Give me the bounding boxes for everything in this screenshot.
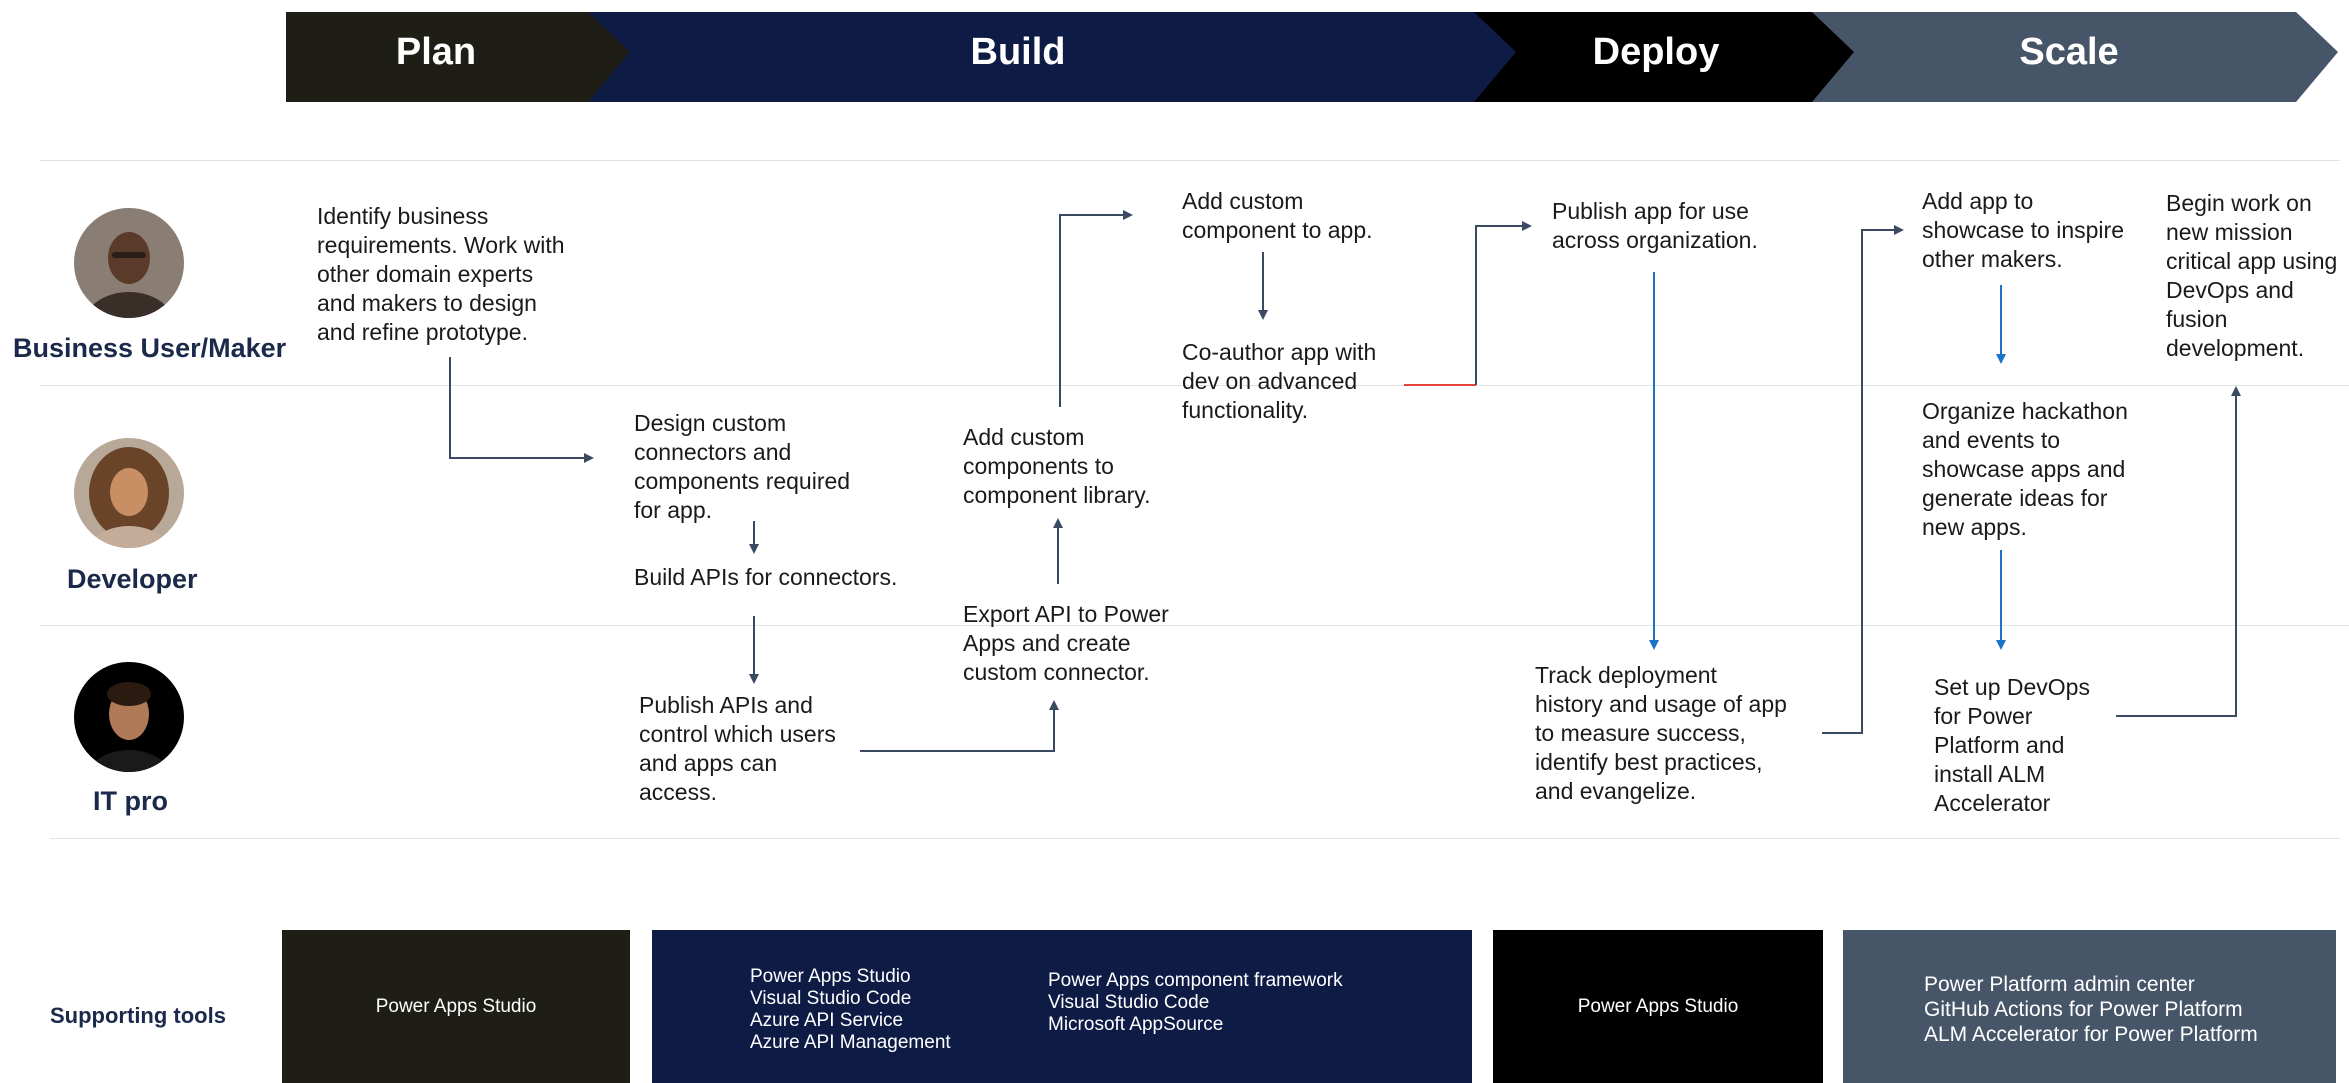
- arrow-library-to-app: [1059, 210, 1133, 407]
- persona-it-pro: IT pro: [93, 786, 168, 816]
- step-design-connectors: Design custom connectors and components …: [634, 410, 851, 523]
- step-organize-hackathon: Organize hackathon and events to showcas…: [1922, 398, 2128, 540]
- step-setup-devops: Set up DevOps for Power Platform and ins…: [1934, 674, 2090, 816]
- step-identify-requirements: Identify business requirements. Work wit…: [317, 203, 565, 345]
- tools-build-left-list: Power Apps Studio Visual Studio Code Azu…: [750, 966, 951, 1053]
- step-coauthor-app: Co-author app with dev on advanced funct…: [1182, 339, 1377, 423]
- lane-divider-maker-dev: [40, 385, 2349, 386]
- step-export-api: Export API to Power Apps and create cust…: [963, 601, 1169, 685]
- tools-scale-list: Power Platform admin center GitHub Actio…: [1924, 973, 2258, 1046]
- phase-label-deploy: Deploy: [1592, 31, 1720, 73]
- tools-build-right-list: Power Apps component framework Visual St…: [1048, 970, 1343, 1035]
- lane-divider-dev-it: [40, 625, 2349, 626]
- tools-plan-text: Power Apps Studio: [375, 995, 537, 1017]
- phase-chevron-plan: [286, 12, 632, 102]
- lane-divider-top: [40, 160, 2340, 161]
- step-begin-mission: Begin work on new mission critical app u…: [2166, 190, 2338, 361]
- phase-label-plan: Plan: [395, 31, 477, 73]
- arrow-requirements-to-design: [449, 357, 594, 463]
- arrow-coauthor-to-publish: [1475, 221, 1532, 385]
- step-build-apis: Build APIs for connectors.: [634, 564, 898, 590]
- step-publish-app: Publish app for use across organization.: [1552, 198, 1758, 253]
- tools-box-deploy: Power Apps Studio: [1493, 930, 1823, 1083]
- step-add-showcase: Add app to showcase to inspire other mak…: [1922, 188, 2124, 272]
- supporting-tools-label: Supporting tools: [50, 1003, 226, 1028]
- step-publish-apis: Publish APIs and control which users and…: [639, 692, 836, 805]
- phase-chevron-deploy: [1474, 12, 1856, 102]
- person-avatar-icon: [74, 662, 184, 772]
- tools-box-scale: Power Platform admin center GitHub Actio…: [1843, 930, 2336, 1083]
- lane-divider-bottom: [50, 838, 2340, 839]
- persona-developer: Developer: [67, 564, 198, 594]
- persona-business-user: Business User/Maker: [13, 333, 287, 363]
- phase-chevron-scale: [1812, 12, 2338, 102]
- step-add-component-app: Add custom component to app.: [1182, 188, 1373, 243]
- arrow-devops-to-mission: [2116, 386, 2241, 717]
- person-avatar-icon: [74, 208, 184, 318]
- arrow-track-to-showcase: [1822, 225, 1904, 734]
- phase-chevron-build: [588, 12, 1518, 102]
- tools-box-plan: Power Apps Studio: [282, 930, 630, 1083]
- arrow-publish-to-export: [860, 700, 1059, 752]
- tools-deploy-text: Power Apps Studio: [1577, 995, 1739, 1017]
- tools-box-build: Power Apps Studio Visual Studio Code Azu…: [652, 930, 1472, 1083]
- person-avatar-icon: [74, 438, 184, 548]
- step-add-components-library: Add custom components to component libra…: [963, 424, 1151, 508]
- phase-label-scale: Scale: [2019, 31, 2119, 73]
- phase-label-build: Build: [970, 31, 1066, 73]
- step-track-deployment: Track deployment history and usage of ap…: [1535, 662, 1787, 804]
- phase-chevron-bar: [286, 12, 2338, 102]
